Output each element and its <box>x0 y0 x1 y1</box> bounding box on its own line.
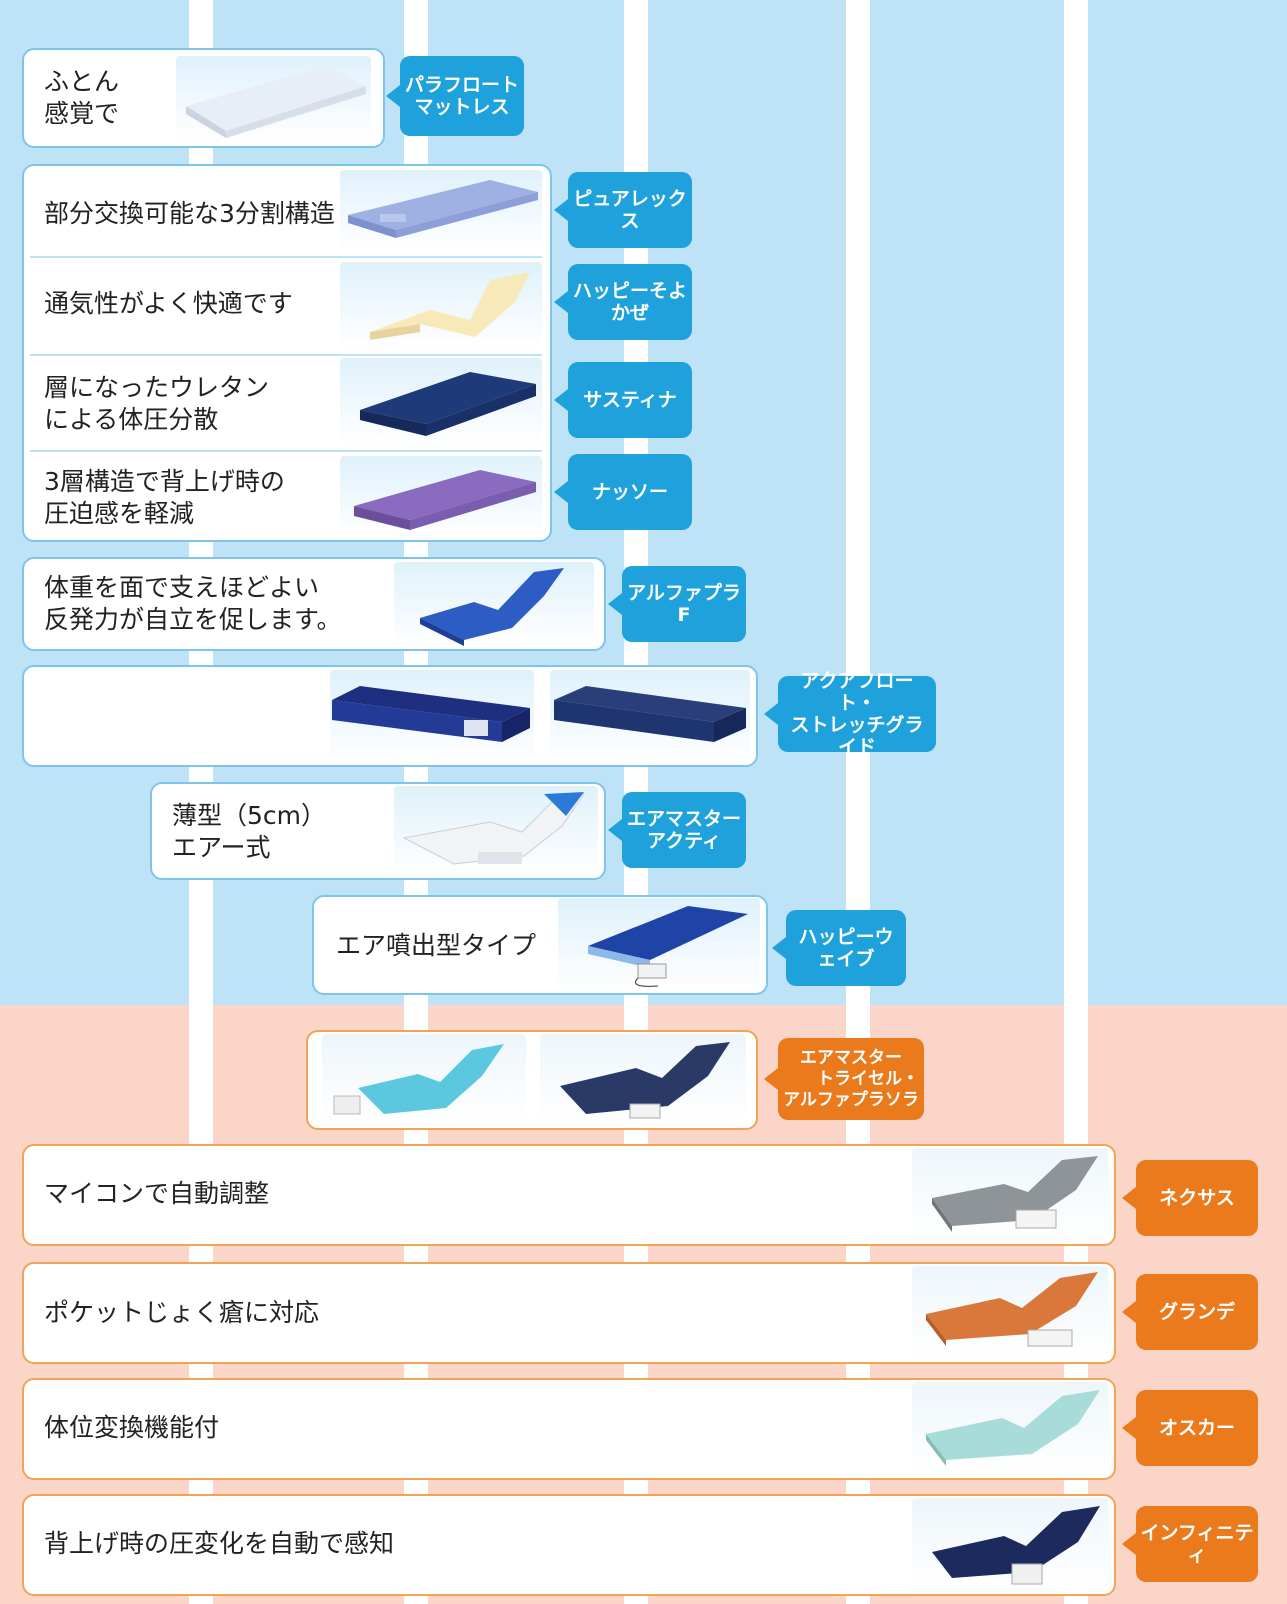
product-description: エア噴出型タイプ <box>336 931 537 960</box>
air-blow-mattress-image <box>558 898 760 992</box>
two-navy-mattresses-image <box>550 670 750 762</box>
thin-air-mattress-image <box>394 786 598 876</box>
navy-air-mattress-image <box>912 1498 1108 1590</box>
product-name-tag: アクアフロート・ ストレッチグライド <box>764 670 936 758</box>
product-description: 体重を面で支えほどよい 反発力が自立を促します。 <box>44 573 342 634</box>
row-divider <box>30 450 542 452</box>
product-description: 背上げ時の圧変化を自動で感知 <box>44 1529 395 1558</box>
product-description: マイコンで自動調整 <box>44 1179 270 1208</box>
cream-mattress-image <box>340 262 542 350</box>
row-divider <box>30 256 542 258</box>
product-name-tag: アルファプラF <box>608 566 746 642</box>
product-name-tag: グランデ <box>1122 1274 1258 1350</box>
product-description: 層になったウレタン による体圧分散 <box>44 373 270 434</box>
product-name-tag: インフィニティ <box>1122 1506 1258 1582</box>
product-description: ポケットじょく瘡に対応 <box>44 1298 320 1327</box>
product-name-tag: ハッピーそよかぜ <box>554 264 692 340</box>
product-description: ふとん 感覚で <box>44 67 120 128</box>
row-divider <box>30 354 542 356</box>
two-navy-mattresses-image <box>330 670 534 762</box>
navy-mattress-image <box>340 358 542 446</box>
product-description: 通気性がよく快適です <box>44 289 293 318</box>
product-description: 薄型（5cm） エアー式 <box>172 801 327 862</box>
product-name-tag: エアマスター アクティ <box>608 792 746 868</box>
product-name-tag: サスティナ <box>554 362 692 438</box>
product-description: 3層構造で背上げ時の 圧迫感を軽減 <box>44 467 285 528</box>
product-description: 体位変換機能付 <box>44 1413 220 1442</box>
lavender-mattress-image <box>340 170 542 252</box>
mint-air-mattress-image <box>912 1382 1108 1474</box>
purple-mattress-image <box>340 456 542 538</box>
product-name-tag: パラフロート マットレス <box>386 56 524 136</box>
blue-folded-mattress-image <box>394 562 594 646</box>
orange-air-mattress-image <box>912 1266 1108 1358</box>
product-name-tag: オスカー <box>1122 1390 1258 1466</box>
two-air-mattresses-image <box>540 1034 746 1124</box>
product-name-tag: ナッソー <box>554 454 692 530</box>
product-name-tag: エアマスター トライセル・ アルファプラソラ <box>764 1038 924 1120</box>
grey-air-mattress-image <box>912 1148 1108 1240</box>
product-name-tag: ネクサス <box>1122 1160 1258 1236</box>
white-mattress-image <box>176 56 371 142</box>
product-description: 部分交換可能な3分割構造 <box>44 199 335 228</box>
product-name-tag: ピュアレックス <box>554 172 692 248</box>
product-name-tag: ハッピーウェイブ <box>772 910 906 986</box>
two-air-mattresses-image <box>322 1034 526 1124</box>
